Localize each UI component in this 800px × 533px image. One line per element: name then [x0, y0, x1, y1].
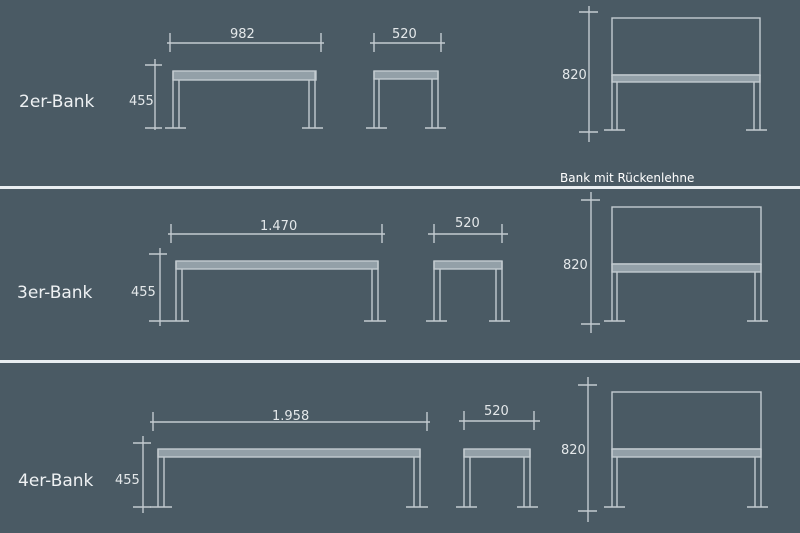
length-dimension-line — [167, 33, 324, 52]
height-label: 455 — [129, 94, 154, 109]
depth-label: 520 — [392, 27, 417, 42]
bench-with-backrest — [604, 206, 768, 322]
length-label: 1.958 — [272, 409, 310, 424]
back-height-dimension-line — [581, 192, 600, 333]
depth-dimension-line — [428, 224, 508, 243]
bench-side-view — [426, 260, 510, 322]
bench-with-backrest — [604, 17, 767, 131]
height-dimension-line — [149, 248, 167, 326]
bench-front-view — [150, 448, 428, 508]
length-dimension-line — [168, 224, 385, 243]
row-separator — [0, 186, 800, 189]
bench-side-view — [366, 70, 446, 129]
depth-label: 520 — [455, 216, 480, 231]
bench-front-view — [165, 70, 323, 129]
backrest-caption: Bank mit Rückenlehne — [560, 171, 695, 185]
bench-side-view — [456, 448, 538, 508]
back-height-dimension-line — [579, 6, 598, 142]
back-height-label: 820 — [562, 68, 587, 83]
back-height-dimension-line — [578, 377, 597, 522]
depth-dimension-line — [370, 33, 445, 52]
length-label: 1.470 — [260, 219, 298, 234]
row-label-3er-bank: 3er-Bank — [17, 283, 93, 303]
bench-with-backrest — [604, 391, 768, 508]
height-dimension-line — [133, 436, 151, 513]
length-dimension-line — [150, 412, 430, 431]
back-height-label: 820 — [563, 258, 588, 273]
row-separator — [0, 360, 800, 363]
back-height-label: 820 — [561, 443, 586, 458]
depth-dimension-line — [459, 411, 540, 430]
height-label: 455 — [115, 473, 140, 488]
height-label: 455 — [131, 285, 156, 300]
height-dimension-line — [145, 59, 162, 130]
row-label-4er-bank: 4er-Bank — [18, 471, 94, 491]
length-label: 982 — [230, 27, 255, 42]
row-label-2er-bank: 2er-Bank — [19, 92, 95, 112]
bench-front-view — [167, 260, 386, 322]
depth-label: 520 — [484, 404, 509, 419]
